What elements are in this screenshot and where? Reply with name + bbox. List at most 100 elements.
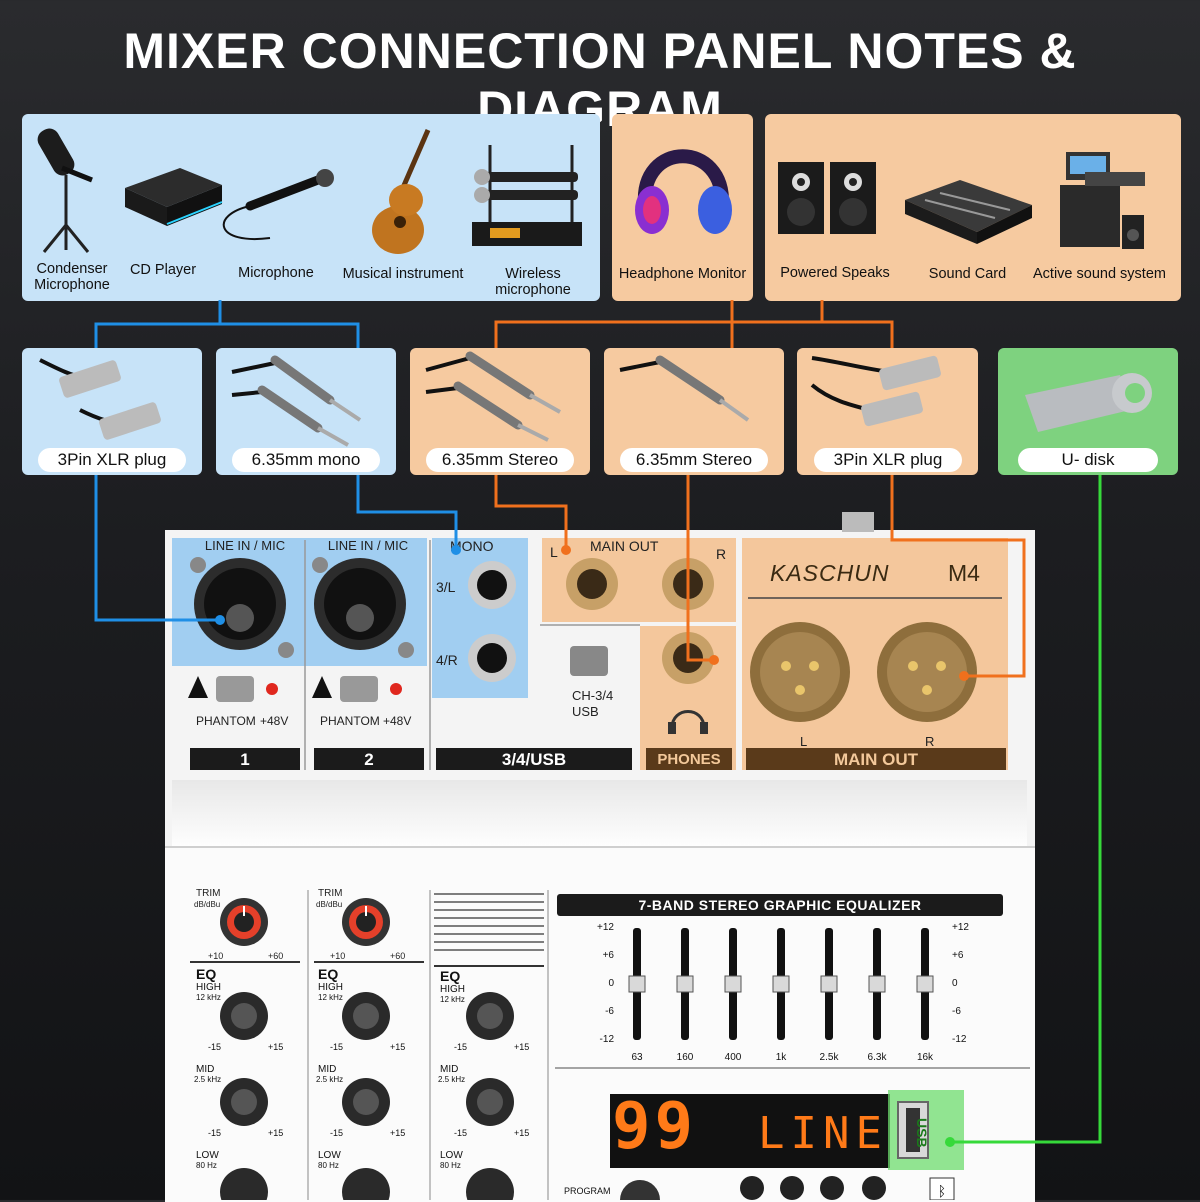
channel-34-usb-label: 3/4/USB xyxy=(501,750,567,769)
trim-1-min: +10 xyxy=(208,951,224,961)
geq-scale-label-left: -12 xyxy=(599,1034,614,1045)
geq-scale-label-right: -6 xyxy=(952,1006,961,1017)
model-name: M4 xyxy=(948,560,980,586)
input-highlight-1-2 xyxy=(172,538,427,666)
display-number: 99 xyxy=(612,1090,698,1164)
mid-max-1: +15 xyxy=(268,1128,284,1138)
low-label-2: LOW xyxy=(318,1150,341,1161)
mono-label: MONO xyxy=(450,538,494,554)
brand-logo: KASCHUN xyxy=(770,560,890,586)
connection-line-inputs-to-mono xyxy=(220,322,360,348)
geq-band-label: 2.5k xyxy=(819,1052,839,1063)
main-out-label: MAIN OUT xyxy=(833,750,919,769)
device-label-cd-player: CD Player xyxy=(129,262,197,278)
trim-2-label: TRIM xyxy=(318,888,343,899)
jack-3-label: 3/L xyxy=(436,579,456,595)
geq-scale-label-left: +12 xyxy=(597,922,614,933)
channel-2-label: 2 xyxy=(364,750,374,769)
eq-label-1: EQ xyxy=(196,966,217,982)
48v-1-label: +48V xyxy=(260,714,289,728)
program-label: PROGRAM xyxy=(564,1186,611,1196)
device-label-musical-instrument: Musical instrument xyxy=(342,266,464,282)
cable-label-xlr-in: 3Pin XLR plug xyxy=(38,448,186,472)
cable-label-stereo-1: 6.35mm Stereo xyxy=(426,448,574,472)
mid-max-2: +15 xyxy=(390,1128,406,1138)
mid-min-1: -15 xyxy=(208,1128,222,1138)
display-text: LINE xyxy=(758,1108,888,1159)
geq-title: 7-BAND STEREO GRAPHIC EQUALIZER xyxy=(638,897,922,913)
phones-label: PHONES xyxy=(657,751,721,768)
trim-2-max: +60 xyxy=(390,951,406,961)
48v-2-label: +48V xyxy=(383,714,412,728)
ch34-label: CH-3/4 xyxy=(572,688,614,703)
high-label-3: HIGH xyxy=(440,984,465,995)
mid-min-3: -15 xyxy=(454,1128,468,1138)
main-out-right-label: R xyxy=(716,546,727,562)
high-freq-3: 12 kHz xyxy=(440,995,465,1004)
geq-scale-label-left: -6 xyxy=(605,1006,614,1017)
geq-scale-label-left: +6 xyxy=(602,950,614,961)
mid-freq-3: 2.5 kHz xyxy=(438,1075,466,1084)
high-freq-1: 12 kHz xyxy=(196,993,221,1002)
high-min-1: -15 xyxy=(208,1042,222,1052)
device-label-wireless-microphone: Wireless microphone xyxy=(495,266,571,298)
geq-scale-label-right: 0 xyxy=(952,978,958,989)
low-freq-1: 80 Hz xyxy=(196,1161,217,1170)
mid-label-3: MID xyxy=(440,1064,459,1075)
device-label-active-sound-system: Active sound system xyxy=(1033,266,1166,282)
device-label-powered-speakers: Powered Speaks xyxy=(780,265,890,281)
mid-label-2: MID xyxy=(318,1064,337,1075)
phantom-2-label: PHANTOM xyxy=(320,714,380,728)
mid-min-2: -15 xyxy=(330,1128,344,1138)
mid-max-3: +15 xyxy=(514,1128,530,1138)
usb-port-label: USB xyxy=(914,1118,930,1148)
xlr-right-label: R xyxy=(925,734,935,749)
high-min-2: -15 xyxy=(330,1042,344,1052)
high-max-1: +15 xyxy=(268,1042,284,1052)
device-label-sound-card: Sound Card xyxy=(928,266,1007,282)
geq-band-label: 6.3k xyxy=(867,1052,887,1063)
high-label-1: HIGH xyxy=(196,982,221,993)
geq-scale-label-left: 0 xyxy=(608,978,614,989)
cable-label-mono: 6.35mm mono xyxy=(232,448,380,472)
main-out-top-label: MAIN OUT xyxy=(590,538,659,554)
device-label-headphone-monitor: Headphone Monitor xyxy=(618,266,747,282)
channel-1-label: 1 xyxy=(240,750,250,769)
eq-label-2: EQ xyxy=(318,966,339,982)
high-label-2: HIGH xyxy=(318,982,343,993)
geq-band-label: 63 xyxy=(631,1052,643,1063)
device-label-condenser-microphone: Condenser Microphone xyxy=(34,261,110,293)
cable-label-u-disk: U- disk xyxy=(1018,448,1158,472)
xlr-left-label: L xyxy=(800,734,808,749)
jack-4-label: 4/R xyxy=(436,652,458,668)
low-label-1: LOW xyxy=(196,1150,219,1161)
geq-band-label: 1k xyxy=(775,1052,787,1063)
usb-select-label: USB xyxy=(572,704,599,719)
connection-line-inputs-to-cables xyxy=(94,300,222,348)
main-out-left-label: L xyxy=(550,544,558,560)
output-highlight-phones xyxy=(640,626,736,770)
low-freq-3: 80 Hz xyxy=(440,1161,461,1170)
device-label-microphone: Microphone xyxy=(238,265,314,281)
mixer-bevel xyxy=(172,780,1027,850)
high-freq-2: 12 kHz xyxy=(318,993,343,1002)
trim-1-label: TRIM xyxy=(196,888,221,899)
high-max-2: +15 xyxy=(390,1042,406,1052)
page-title: MIXER CONNECTION PANEL NOTES & DIAGRAM xyxy=(123,23,1077,137)
trim-2-min: +10 xyxy=(330,951,346,961)
trim-1-max: +60 xyxy=(268,951,284,961)
mid-label-1: MID xyxy=(196,1064,215,1075)
geq-scale-label-right: +6 xyxy=(952,950,964,961)
connection-line-outputs-to-cables xyxy=(494,300,824,348)
phantom-1-label: PHANTOM xyxy=(196,714,256,728)
high-max-3: +15 xyxy=(514,1042,530,1052)
trim-2-unit: dB/dBu xyxy=(316,900,343,909)
eq-label-3: EQ xyxy=(440,968,461,984)
geq-band-label: 160 xyxy=(676,1052,694,1063)
mid-freq-1: 2.5 kHz xyxy=(194,1075,222,1084)
geq-band-label: 400 xyxy=(724,1052,742,1063)
line-in-mic-2-label: LINE IN / MIC xyxy=(327,538,409,553)
connection-line-outputs-to-xlr xyxy=(822,320,894,348)
geq-scale-label-right: +12 xyxy=(952,922,969,933)
cable-label-stereo-2: 6.35mm Stereo xyxy=(620,448,768,472)
